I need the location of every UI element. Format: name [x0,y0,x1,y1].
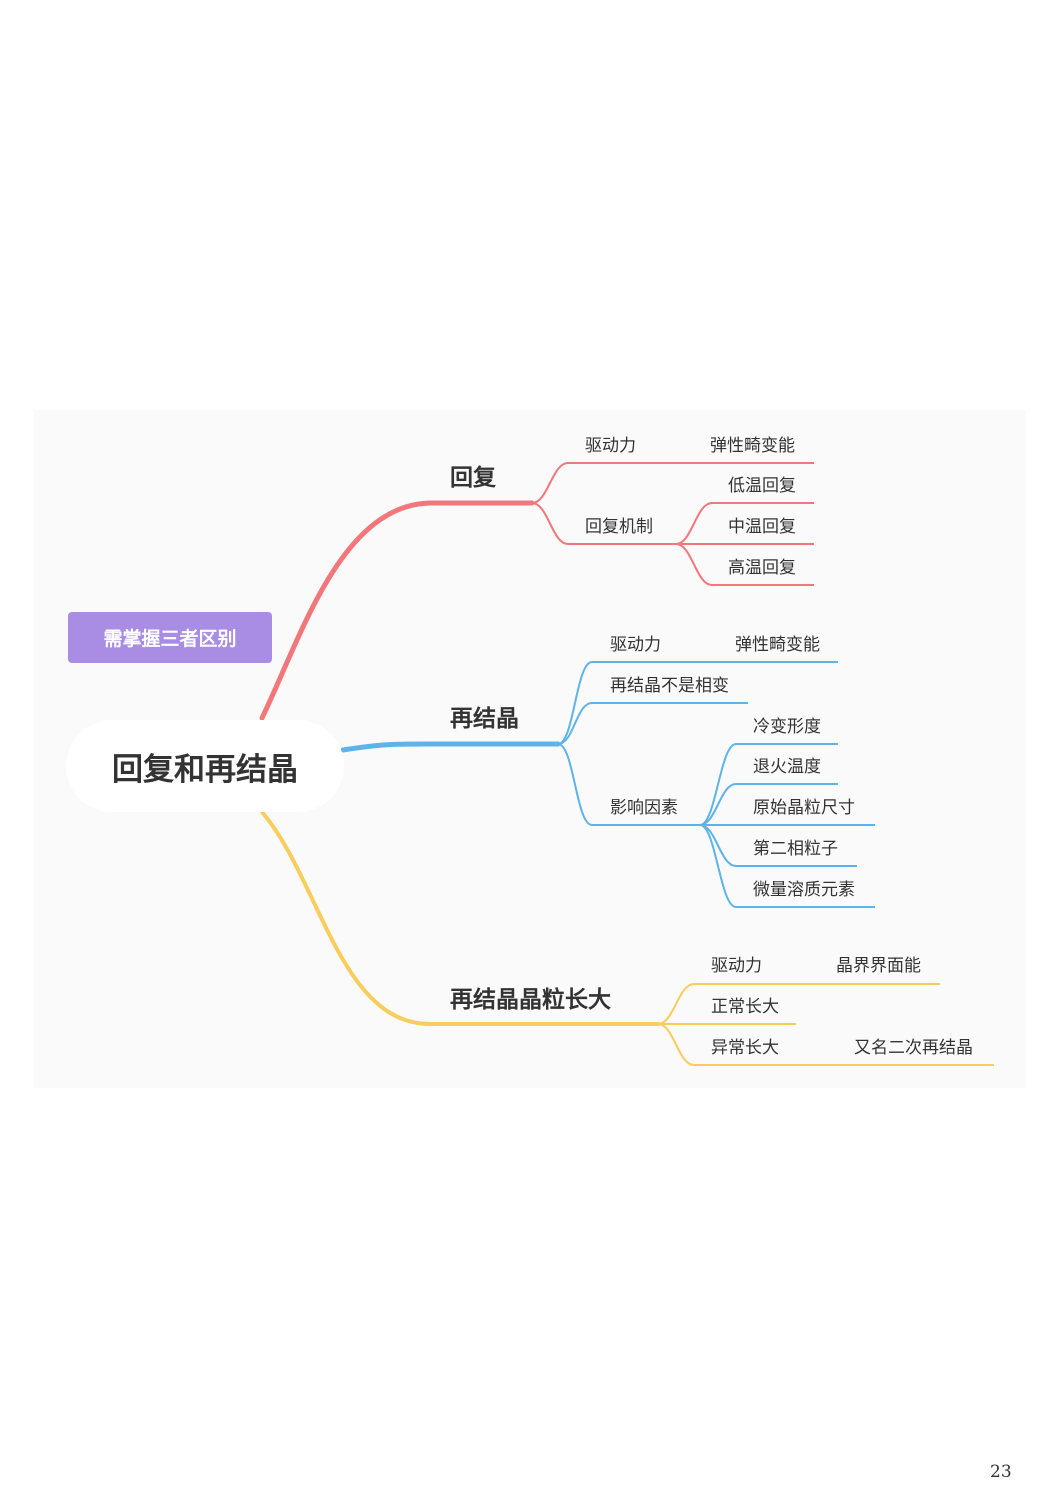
trunk-recovery [259,500,535,721]
trunk-recrystallization [340,741,561,753]
recrys-driving-force: 驱动力 [610,635,661,655]
recovery-driving-force-value: 弹性畸变能 [710,436,795,456]
connector-recovery-low [675,502,814,545]
connector-recovery-driving [531,462,698,504]
connector-recrys-factors [557,743,700,826]
recovery-mechanism: 回复机制 [585,517,653,537]
connector-recovery-mechanism [531,502,676,545]
recrys-factor-cold-deformation: 冷变形度 [753,717,821,737]
recrys-factors: 影响因素 [610,798,678,818]
connector-factor-5 [699,824,875,908]
connector-factor-2 [699,783,838,826]
growth-driving-force: 驱动力 [711,956,762,976]
connector-factor-4 [699,824,857,867]
trunk-grain-growth [260,810,660,1026]
growth-driving-force-value: 晶界界面能 [836,956,921,976]
recrys-driving-force-value: 弹性畸变能 [735,635,820,655]
note-label: 需掌握三者区别 [68,612,272,663]
branch-recovery: 回复 [450,465,496,491]
recrys-factor-annealing-temp: 退火温度 [753,757,821,777]
recovery-mechanism-high: 高温回复 [728,558,796,578]
connector-recovery-high [675,543,814,586]
recrys-not-phase-change: 再结晶不是相变 [610,676,729,696]
recrys-factor-solute: 微量溶质元素 [753,880,855,900]
connector-growth-abnormal [657,1023,840,1066]
growth-normal: 正常长大 [711,997,779,1017]
recrys-factor-grain-size: 原始晶粒尺寸 [753,798,855,818]
connector-recrys-driving [557,661,722,745]
recovery-mechanism-low: 低温回复 [728,476,796,496]
connector-factor-1 [699,743,838,826]
root-node-label: 回复和再结晶 [112,751,298,788]
connector-recrys-not-phase [557,702,748,745]
recrys-factor-second-phase: 第二相粒子 [753,839,838,859]
branch-grain-growth: 再结晶晶粒长大 [450,987,611,1013]
recovery-driving-force: 驱动力 [585,436,636,456]
page-number: 23 [990,1462,1012,1482]
root-node-bubble [66,720,344,812]
growth-abnormal: 异常长大 [711,1038,779,1058]
connector-growth-driving [657,983,822,1025]
branch-recrystallization: 再结晶 [450,706,519,732]
recovery-mechanism-mid: 中温回复 [728,517,796,537]
growth-abnormal-alias: 又名二次再结晶 [854,1038,973,1058]
